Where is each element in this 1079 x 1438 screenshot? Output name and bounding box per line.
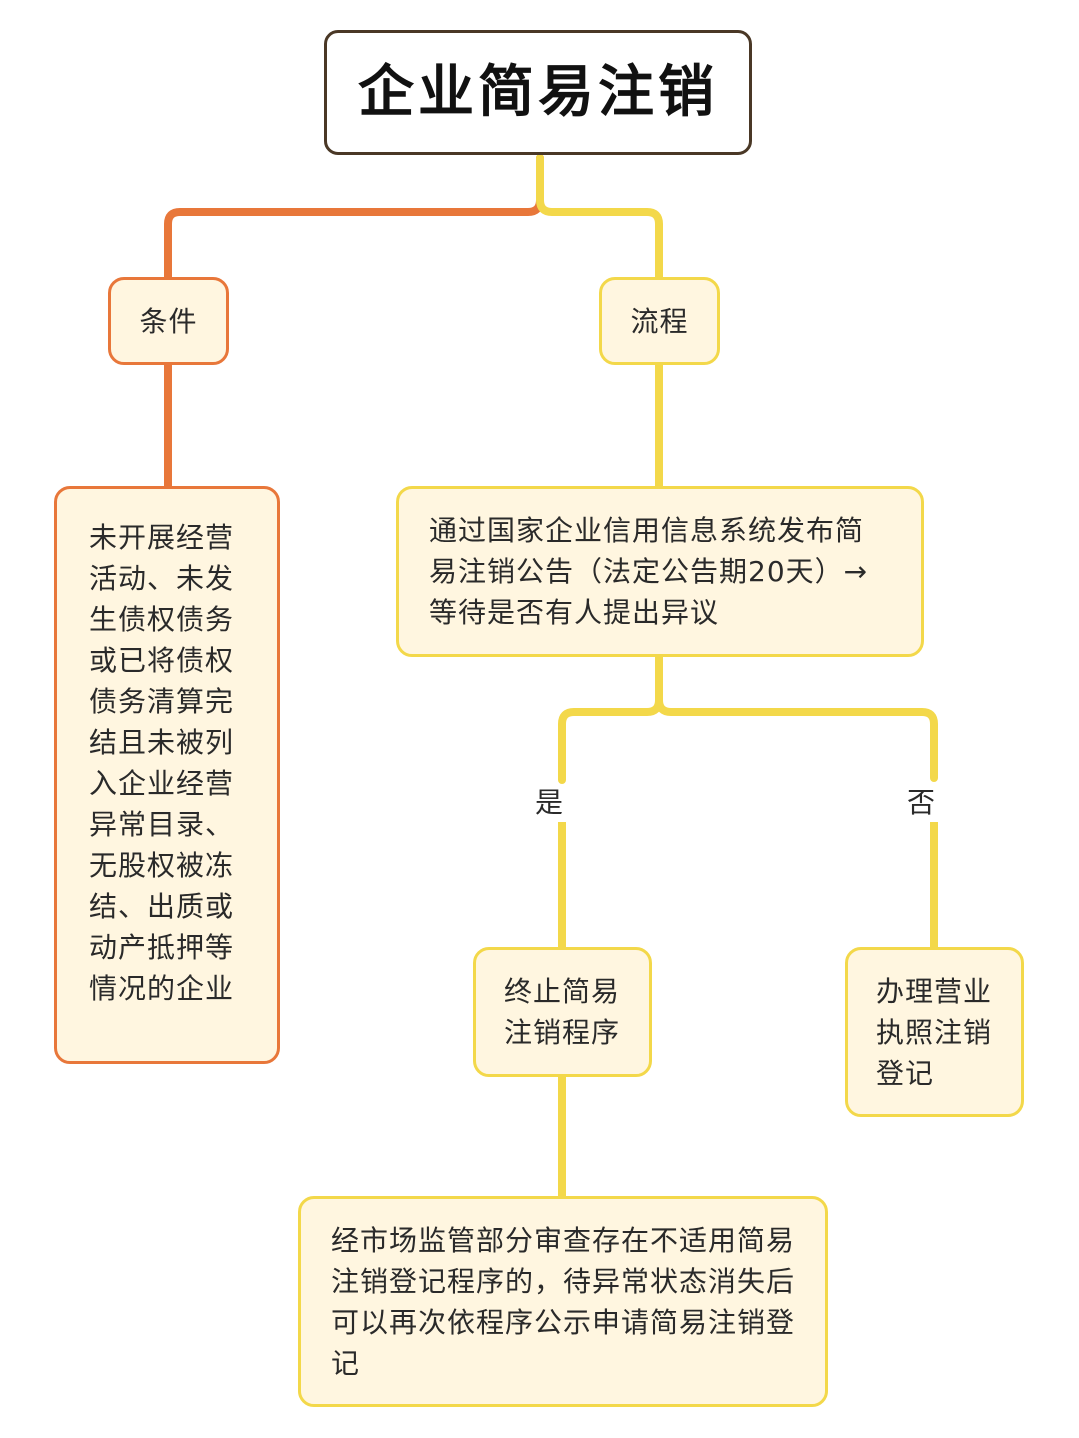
connector-split-to-no bbox=[655, 696, 938, 782]
cancel-registration-box: 办理营业执照注销登记 bbox=[845, 947, 1024, 1117]
review-text: 经市场监管部分审查存在不适用简易注销登记程序的，待异常状态消失后可以再次依程序公… bbox=[331, 1223, 796, 1380]
yes-label: 是 bbox=[529, 785, 570, 821]
conditions-box: 未开展经营活动、未发生债权债务或已将债权债务清算完结且未被列入企业经营异常目录、… bbox=[54, 486, 280, 1064]
title-box: 企业简易注销 bbox=[324, 30, 752, 155]
connector-title-to-process bbox=[536, 154, 663, 282]
announcement-box: 通过国家企业信用信息系统发布简易注销公告（法定公告期20天）→等待是否有人提出异… bbox=[396, 486, 924, 657]
conditions-text: 未开展经营活动、未发生债权债务或已将债权债务清算完结且未被列入企业经营异常目录、… bbox=[89, 521, 235, 1005]
announcement-text: 通过国家企业信用信息系统发布简易注销公告（法定公告期20天）→等待是否有人提出异… bbox=[429, 514, 869, 629]
connector-title-to-conditions bbox=[164, 154, 544, 282]
conditions-label: 条件 bbox=[139, 304, 198, 338]
process-label-box: 流程 bbox=[599, 277, 720, 365]
cancel-registration-text: 办理营业执照注销登记 bbox=[876, 974, 993, 1090]
diagram-title: 企业简易注销 bbox=[358, 59, 718, 125]
terminate-text: 终止简易注销程序 bbox=[504, 975, 621, 1049]
connector-announcement-split bbox=[558, 652, 663, 784]
process-label: 流程 bbox=[630, 304, 689, 338]
terminate-box: 终止简易注销程序 bbox=[473, 947, 652, 1077]
no-label: 否 bbox=[901, 785, 942, 821]
conditions-label-box: 条件 bbox=[108, 277, 229, 365]
review-box: 经市场监管部分审查存在不适用简易注销登记程序的，待异常状态消失后可以再次依程序公… bbox=[298, 1196, 828, 1407]
